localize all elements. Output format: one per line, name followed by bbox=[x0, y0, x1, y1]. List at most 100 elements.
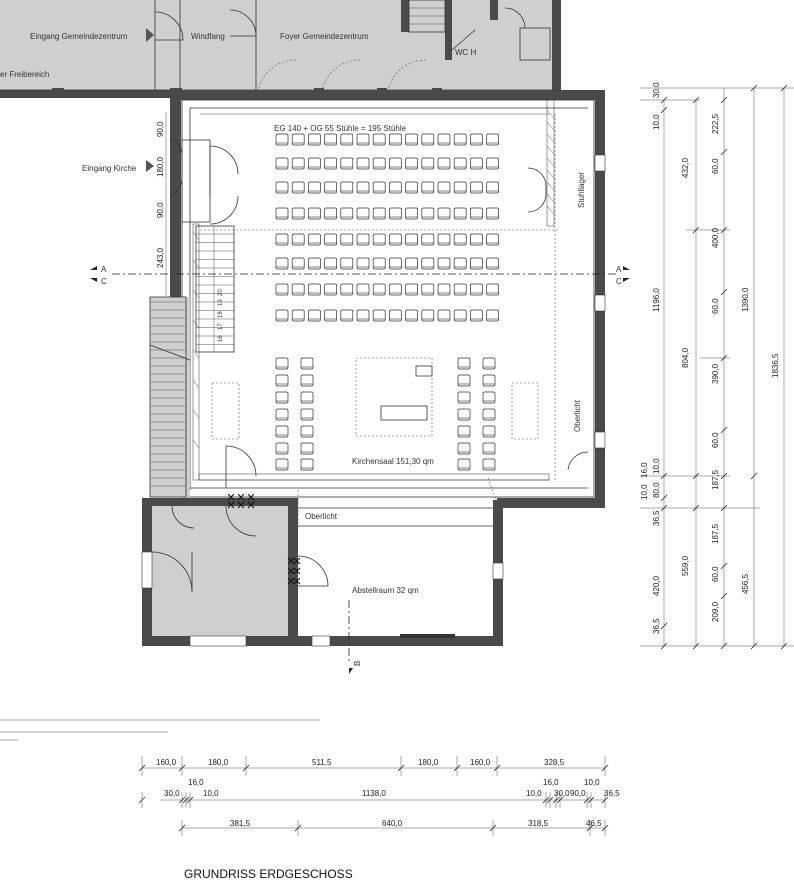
rdim-10b: 10,0 bbox=[640, 484, 649, 500]
rdim-4565: 456,5 bbox=[741, 573, 750, 594]
chair bbox=[486, 207, 499, 220]
chair bbox=[389, 207, 402, 220]
chair bbox=[437, 283, 451, 296]
chair bbox=[356, 207, 370, 220]
chair bbox=[486, 283, 499, 296]
right-dimensions: 30,0 10,0 1196,0 10,0 36,5 36,5 432,0 80… bbox=[640, 82, 780, 634]
chair bbox=[308, 283, 321, 296]
chair bbox=[389, 157, 402, 170]
rdim-1875a: 187,5 bbox=[711, 469, 720, 490]
chair bbox=[291, 233, 305, 246]
chair bbox=[300, 374, 314, 387]
room-labels: Eingang Gemeindezentrum Windfang Foyer G… bbox=[0, 32, 586, 595]
chair bbox=[470, 283, 483, 296]
rdim-365b: 36,5 bbox=[652, 618, 661, 634]
chair bbox=[453, 257, 467, 270]
chair bbox=[356, 181, 370, 194]
bdim-r1-1: 160,0 bbox=[156, 758, 177, 767]
chair bbox=[340, 157, 354, 170]
chair bbox=[324, 207, 337, 220]
bdim-r3-1: 381,5 bbox=[230, 819, 251, 828]
left-dim-4: 243,0 bbox=[156, 247, 165, 268]
chair bbox=[470, 181, 483, 194]
chair bbox=[356, 257, 370, 270]
chair bbox=[340, 283, 354, 296]
chair bbox=[470, 309, 483, 322]
chair bbox=[405, 309, 418, 322]
label-stuhllager: Stuhllager bbox=[577, 172, 586, 208]
chair bbox=[308, 257, 321, 270]
chair bbox=[340, 257, 354, 270]
rdim-400: 400,0 bbox=[711, 227, 720, 248]
chair bbox=[389, 283, 402, 296]
rdim-365a: 36,5 bbox=[652, 510, 661, 526]
bdim-r2-8: 90,0 bbox=[570, 789, 586, 798]
rdim-30: 30,0 bbox=[652, 82, 661, 98]
left-dimensions: 90,0 180,0 90,0 243,0 16 17 18 19 20 bbox=[156, 112, 224, 342]
chair bbox=[437, 257, 451, 270]
left-dim-1: 90,0 bbox=[156, 121, 165, 137]
chair bbox=[324, 133, 337, 146]
label-kirchensaal: Kirchensaal 151,30 qm bbox=[352, 457, 434, 466]
chair bbox=[457, 357, 471, 370]
church-entrance-doors bbox=[146, 137, 239, 225]
plan-title: GRUNDRISS ERDGESCHOSS bbox=[184, 867, 353, 881]
rdim-559: 559,0 bbox=[681, 555, 690, 576]
stair-label-20: 20 bbox=[218, 289, 224, 296]
bdim-r1-5: 160,0 bbox=[470, 758, 491, 767]
bottom-dimensions: 160,0 180,0 511,5 180,0 160,0 328,5 30,0… bbox=[156, 758, 620, 828]
chair bbox=[372, 257, 386, 270]
rdim-80: 80,0 bbox=[652, 482, 661, 498]
bottom-dimension-lines bbox=[0, 719, 609, 836]
label-foyer: Foyer Gemeindezentrum bbox=[280, 32, 369, 41]
chair bbox=[405, 257, 418, 270]
chair bbox=[470, 257, 483, 270]
chair bbox=[453, 309, 467, 322]
chair bbox=[405, 157, 418, 170]
chair bbox=[372, 207, 386, 220]
chair bbox=[324, 309, 337, 322]
chair bbox=[324, 157, 337, 170]
lower-doors bbox=[151, 445, 497, 593]
bdim-r3-2: 640,0 bbox=[382, 819, 403, 828]
chair bbox=[324, 283, 337, 296]
chair bbox=[372, 133, 386, 146]
chair bbox=[324, 257, 337, 270]
chair bbox=[437, 157, 451, 170]
section-c-left: C bbox=[101, 277, 107, 286]
chair bbox=[421, 181, 435, 194]
chair bbox=[275, 408, 289, 421]
rdim-18365: 1836,5 bbox=[771, 353, 780, 378]
chair bbox=[372, 157, 386, 170]
stairs bbox=[149, 225, 235, 498]
chair bbox=[453, 181, 467, 194]
stair-label-16: 16 bbox=[218, 335, 224, 342]
bdim-r1-6: 328,5 bbox=[544, 758, 565, 767]
altar-area bbox=[211, 357, 539, 440]
chair bbox=[389, 309, 402, 322]
bdim-r1-4: 180,0 bbox=[418, 758, 439, 767]
chair bbox=[340, 207, 354, 220]
chair-rows bbox=[275, 133, 499, 471]
chair bbox=[291, 157, 305, 170]
chair bbox=[482, 374, 496, 387]
chair bbox=[275, 257, 289, 270]
chair bbox=[470, 233, 483, 246]
chair bbox=[275, 181, 289, 194]
chair bbox=[421, 283, 435, 296]
chair bbox=[470, 133, 483, 146]
rdim-1875b: 187,5 bbox=[711, 523, 720, 544]
bdim-r1-3: 511,5 bbox=[312, 758, 332, 767]
chair bbox=[275, 283, 289, 296]
chair bbox=[482, 442, 496, 455]
section-c-right: C bbox=[616, 277, 622, 286]
chair bbox=[421, 207, 435, 220]
chair bbox=[308, 181, 321, 194]
rdim-10c: 10,0 bbox=[652, 458, 661, 474]
chair bbox=[275, 309, 289, 322]
chair bbox=[457, 442, 471, 455]
chair bbox=[421, 309, 435, 322]
bdim-r2-1: 30,0 bbox=[164, 789, 180, 798]
chair bbox=[308, 157, 321, 170]
